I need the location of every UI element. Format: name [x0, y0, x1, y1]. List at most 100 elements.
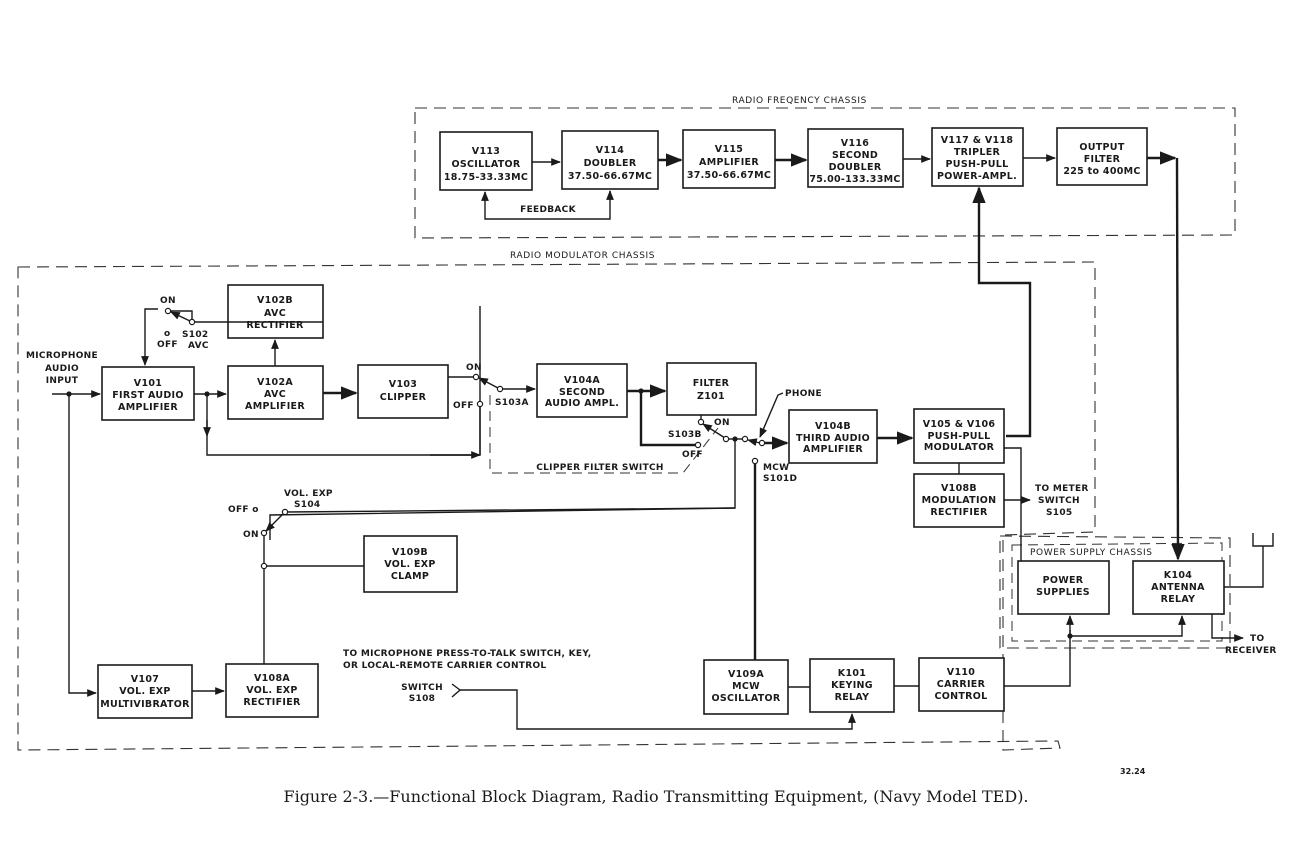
diagram-label: OSCILLATOR [711, 693, 780, 704]
block-v105-v106-push-pull-modulator: V105 & V106 PUSH-PULL MODULATOR [913, 408, 1005, 464]
block-v109b-vol-exp-clamp: V109B VOL. EXP CLAMP [363, 535, 458, 593]
diagram-label: V117 & V118 [941, 135, 1014, 146]
diagram-label: V109A [728, 669, 764, 680]
vol-exp-label: VOL. EXP [284, 489, 333, 499]
block-v114-doubler: V114 DOUBLER 37.50-66.67MC [561, 130, 659, 190]
block-v109a-mcw-oscillator: V109A MCW OSCILLATOR [703, 659, 789, 715]
s103b-label: S103B [668, 430, 702, 440]
to-meter-label: TO METER [1035, 484, 1089, 494]
diagram-label: V113 [472, 146, 500, 157]
diagram-label: V102A [257, 377, 293, 388]
modulator-chassis-title: RADIO MODULATOR CHASSIS [510, 251, 655, 261]
diagram-label: SUPPLIES [1036, 587, 1090, 598]
block-k101-keying-relay: K101 KEYING RELAY [809, 658, 895, 713]
diagram-label: RECTIFIER [930, 507, 988, 518]
diagram-label: 225 to 400MC [1063, 166, 1140, 177]
figure-caption: Figure 2-3.—Functional Block Diagram, Ra… [283, 787, 1028, 806]
block-v108b-modulation-rectifier: V108B MODULATION RECTIFIER [913, 473, 1005, 528]
diagram-label: SECOND [559, 387, 605, 398]
diagram-label: ANTENNA [1151, 582, 1205, 593]
diagram-label: S104 [294, 500, 320, 510]
rf-chassis: RADIO FREQENCY CHASSIS [414, 96, 1236, 239]
diagram-label: V104A [564, 375, 600, 386]
block-v110-carrier-control: V110 CARRIER CONTROL [918, 657, 1005, 712]
block-v104a-second-audio-ampl: V104A SECOND AUDIO AMPL. [536, 363, 628, 418]
block-v116-second-doubler: V116 SECOND DOUBLER 75.00-133.33MC [807, 128, 904, 188]
switch-s108-label: SWITCH [401, 683, 443, 693]
diagram-label: KEYING [831, 680, 873, 691]
s104-on-label: ON [243, 530, 259, 540]
diagram-label: V104B [815, 421, 851, 432]
ptt-note: TO MICROPHONE PRESS-TO-TALK SWITCH, KEY, [343, 649, 591, 659]
diagram-label: 37.50-66.67MC [568, 171, 652, 182]
clipper-filter-switch-label: CLIPPER FILTER SWITCH [536, 463, 664, 473]
diagram-label: V108A [254, 673, 290, 684]
diagram-label: VOL. EXP [246, 685, 297, 696]
diagram-label: OUTPUT [1079, 142, 1124, 153]
s104-off-label: OFF o [228, 505, 259, 515]
diagram-label: V101 [134, 378, 162, 389]
diagram-label: K101 [838, 668, 866, 679]
diagram-label: 75.00-133.33MC [809, 174, 900, 185]
diagram-label: MODULATION [922, 495, 997, 506]
block-power-supplies: POWER SUPPLIES [1017, 560, 1110, 615]
diagram-label: POWER-AMPL. [937, 171, 1017, 182]
s102-off-label: OFF [157, 340, 178, 350]
power-supply-chassis: POWER SUPPLY CHASSIS [999, 535, 1231, 649]
diagram-label: FILTER [693, 378, 730, 389]
diagram-label: V107 [131, 674, 159, 685]
diagram-label: K104 [1164, 570, 1192, 581]
diagram-label: AMPLIFIER [118, 402, 178, 413]
diagram-label: TRIPLER [954, 147, 1001, 158]
diagram-label: V102B [257, 295, 293, 306]
diagram-label: S108 [409, 694, 435, 704]
s103a-label: S103A [495, 398, 529, 408]
diagram-label: OR LOCAL-REMOTE CARRIER CONTROL [343, 661, 546, 671]
diagram-label: MODULATOR [924, 442, 995, 453]
diagram-label: AMPLIFIER [803, 444, 863, 455]
s102-label: S102 [182, 330, 208, 340]
diagram-label: V108B [941, 483, 977, 494]
diagram-label: AVC [264, 308, 286, 319]
diagram-label: V115 [715, 144, 743, 155]
mcw-label: MCW [763, 463, 789, 473]
diagram-label: MICROPHONE [26, 351, 98, 361]
modulator-chassis: RADIO MODULATOR CHASSIS [17, 251, 1096, 751]
to-receiver-label: TO [1250, 634, 1264, 644]
diagram-label: SECOND [832, 150, 878, 161]
diagram-label: Z101 [697, 391, 725, 402]
diagram-label: VOL. EXP [119, 686, 170, 697]
diagram-label: CARRIER [937, 679, 986, 690]
block-v104b-third-audio-amplifier: V104B THIRD AUDIO AMPLIFIER [788, 409, 878, 464]
diagram-label: AVC [264, 389, 286, 400]
s102-on-label: ON [160, 296, 176, 306]
block-v113-oscillator: V113 OSCILLATOR 18.75-33.33MC [439, 131, 533, 191]
clipper-filter-switch-link [489, 395, 719, 474]
phone-label: PHONE [785, 389, 822, 399]
diagram-label: PUSH-PULL [946, 159, 1009, 170]
block-v107-vol-exp-multivibrator: V107 VOL. EXP MULTIVIBRATOR [97, 664, 193, 719]
diagram-label: OSCILLATOR [451, 159, 520, 170]
diagram-label: CLAMP [391, 571, 429, 582]
diagram-label: o [164, 329, 170, 339]
diagram-label: POWER [1043, 575, 1084, 586]
s103a-off-label: OFF [453, 401, 474, 411]
diagram-label: AMPLIFIER [699, 157, 759, 168]
diagram-label: V116 [841, 138, 869, 149]
audio-wires: MICROPHONE AUDIO INPUT ON o OFF S102 AVC… [26, 296, 1276, 730]
block-v117-v118-tripler: V117 & V118 TRIPLER PUSH-PULL POWER-AMPL… [931, 127, 1024, 187]
feedback-label: FEEDBACK [520, 205, 576, 215]
diagram-label: V105 & V106 [923, 419, 996, 430]
diagram-label: 18.75-33.33MC [444, 172, 528, 183]
diagram-label: PUSH-PULL [928, 431, 991, 442]
s103b-on-label: ON [714, 418, 730, 428]
diagram-label: V114 [596, 145, 624, 156]
block-v108a-vol-exp-rectifier: V108A VOL. EXP RECTIFIER [225, 663, 319, 718]
block-filter-z101: FILTER Z101 [666, 362, 757, 416]
diagram-label: V110 [947, 667, 975, 678]
diagram-label: CONTROL [934, 691, 987, 702]
diagram-label: AMPLIFIER [245, 401, 305, 412]
diagram-label: VOL. EXP [384, 559, 435, 570]
diagram-label: FIRST AUDIO [112, 390, 184, 401]
diagram-label: S101D [763, 474, 797, 484]
